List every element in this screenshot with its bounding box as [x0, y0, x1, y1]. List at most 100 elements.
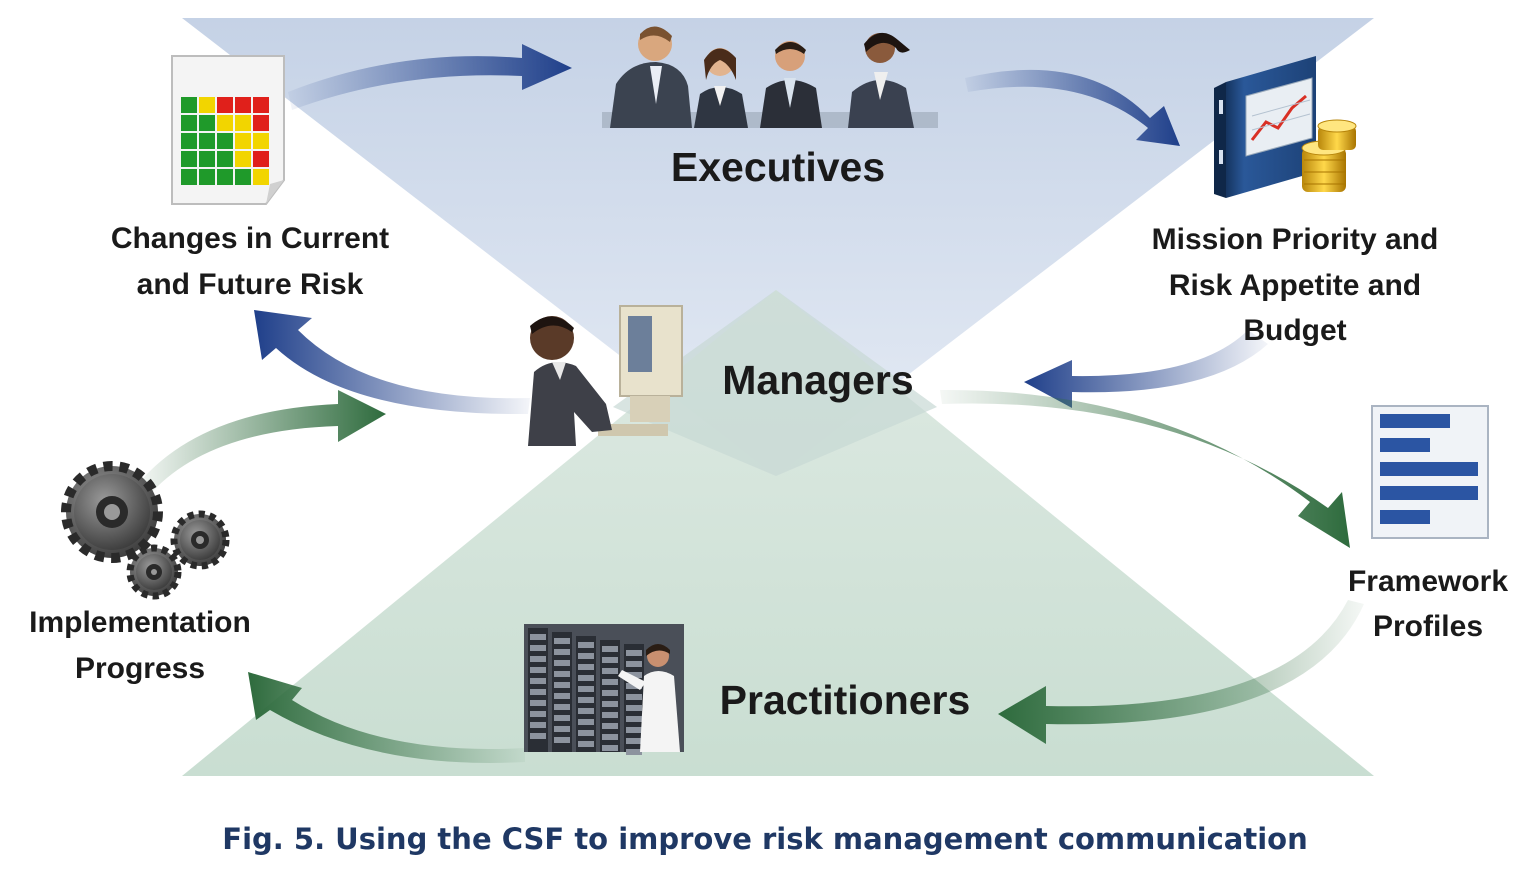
heatmap-cell: [181, 115, 197, 131]
implementation-label-line2: Progress: [75, 652, 205, 685]
server-unit: [578, 741, 594, 747]
server-unit: [626, 738, 642, 744]
heatmap-cell: [181, 133, 197, 149]
heatmap-cell: [199, 133, 215, 149]
practitioners-region: [182, 290, 1374, 776]
executives-region: [182, 18, 1374, 476]
framework-profile-document-icon: [1371, 405, 1489, 539]
risk-heatmap-document-icon: [171, 55, 285, 205]
server-unit: [626, 716, 642, 722]
figure-caption: Fig. 5. Using the CSF to improve risk ma…: [222, 822, 1308, 856]
heatmap-cell: [217, 97, 233, 113]
server-unit: [530, 634, 546, 640]
heatmap-cell: [253, 133, 269, 149]
arrow-mission-to-managers: [1024, 330, 1268, 408]
server-unit: [530, 711, 546, 717]
server-unit: [578, 675, 594, 681]
server-unit: [530, 678, 546, 684]
heatmap-cell: [235, 133, 251, 149]
server-unit: [602, 734, 618, 740]
server-unit: [602, 657, 618, 663]
server-unit: [626, 650, 642, 656]
server-unit: [602, 646, 618, 652]
framework-label-line2: Profiles: [1373, 610, 1483, 643]
heatmap-cell: [199, 115, 215, 131]
server-unit: [530, 700, 546, 706]
executives-meeting-photo: [602, 26, 938, 128]
mission-label-line3: Budget: [1243, 314, 1346, 347]
server-unit: [554, 682, 570, 688]
server-unit: [578, 697, 594, 703]
executives-label: Executives: [671, 144, 885, 190]
heatmap-cell: [235, 151, 251, 167]
arrow-practitioners-to-implementation: [248, 672, 525, 763]
server-unit: [554, 693, 570, 699]
server-unit: [578, 642, 594, 648]
server-unit: [530, 667, 546, 673]
server-unit: [554, 737, 570, 743]
heatmap-cell: [199, 97, 215, 113]
server-unit: [554, 726, 570, 732]
gold-coins-icon: [1301, 119, 1357, 192]
server-unit: [602, 679, 618, 685]
manager-at-computer-photo: [528, 305, 683, 446]
server-unit: [578, 664, 594, 670]
managers-overlap-region: [613, 290, 937, 476]
heatmap-cell: [235, 97, 251, 113]
heatmap-cell: [235, 115, 251, 131]
managers-label: Managers: [722, 357, 913, 403]
server-unit: [578, 719, 594, 725]
arrow-risk-to-executives: [288, 44, 572, 110]
risk-label-line2: and Future Risk: [137, 268, 364, 301]
implementation-label-line1: Implementation: [29, 606, 251, 639]
server-unit: [626, 705, 642, 711]
server-unit: [602, 668, 618, 674]
heatmap-cell: [253, 169, 269, 185]
server-unit: [626, 727, 642, 733]
server-unit: [626, 749, 642, 755]
heatmap-cell: [253, 97, 269, 113]
heatmap-cell: [181, 151, 197, 167]
server-unit: [578, 730, 594, 736]
heatmap-cell: [253, 151, 269, 167]
server-unit: [602, 701, 618, 707]
arrow-executives-to-mission: [965, 69, 1180, 146]
heatmap-cell: [217, 169, 233, 185]
server-unit: [626, 661, 642, 667]
arrow-implementation-to-managers: [138, 390, 386, 492]
heatmap-cell: [199, 169, 215, 185]
server-unit: [578, 708, 594, 714]
server-unit: [602, 745, 618, 751]
arrow-managers-to-framework: [940, 389, 1350, 548]
server-unit: [602, 690, 618, 696]
server-unit: [530, 733, 546, 739]
server-unit: [554, 704, 570, 710]
framework-label-line1: Framework: [1348, 565, 1508, 598]
heatmap-cell: [217, 151, 233, 167]
risk-label-line1: Changes in Current: [111, 222, 389, 255]
server-unit: [554, 649, 570, 655]
server-unit: [554, 638, 570, 644]
heatmap-cell: [253, 115, 269, 131]
heatmap-cell: [217, 115, 233, 131]
server-unit: [554, 660, 570, 666]
server-unit: [554, 671, 570, 677]
practitioners-label: Practitioners: [720, 677, 971, 723]
server-unit: [554, 715, 570, 721]
heatmap-cell: [199, 151, 215, 167]
server-unit: [530, 722, 546, 728]
heatmap-cell: [181, 97, 197, 113]
server-unit: [626, 672, 642, 678]
arrow-managers-to-risk: [254, 310, 530, 415]
server-unit: [530, 689, 546, 695]
server-unit: [530, 656, 546, 662]
mission-label-line1: Mission Priority and: [1152, 223, 1439, 256]
server-unit: [602, 712, 618, 718]
server-unit: [578, 653, 594, 659]
server-unit: [602, 723, 618, 729]
heatmap-cell: [235, 169, 251, 185]
arrow-framework-to-practitioners: [998, 600, 1364, 744]
budget-binder-icon: [1214, 56, 1357, 198]
practitioner-server-room-photo: [524, 624, 684, 755]
